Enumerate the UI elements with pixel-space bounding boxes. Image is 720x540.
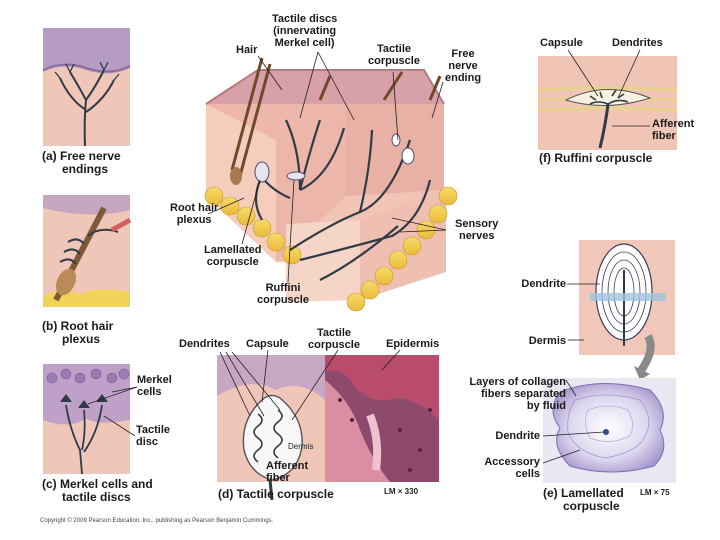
caption-panel-a: (a) Free nerve endings — [42, 150, 121, 176]
label-capsule-f: Capsule — [540, 37, 583, 49]
caption-panel-f: (f) Ruffini corpuscle — [539, 152, 652, 165]
label-epidermis: Epidermis — [386, 338, 439, 350]
label-root-hair-plexus: Root hair plexus — [170, 202, 218, 226]
label-tactile-disc: Tactile disc — [136, 424, 170, 448]
label-tactile-discs: Tactile discs (innervating Merkel cell) — [272, 13, 337, 49]
label-accessory-cells: Accessory cells — [470, 456, 540, 480]
panel-a-illustration — [43, 28, 130, 146]
label-collagen-layers: Layers of collagen fibers separated by f… — [430, 376, 566, 412]
label-afferent-fiber-f: Afferent fiber — [652, 118, 694, 142]
caption-panel-c: (c) Merkel cells and tactile discs — [42, 478, 153, 504]
label-lamellated-corpuscle: Lamellated corpuscle — [204, 244, 261, 268]
label-dendrite-e: Dendrite — [470, 430, 540, 442]
caption-panel-b: (b) Root hair plexus — [42, 320, 113, 346]
label-hair: Hair — [236, 44, 257, 56]
label-tactile-corpuscle-d: Tactile corpuscle — [308, 327, 360, 351]
label-sensory-nerves: Sensory nerves — [455, 218, 498, 242]
label-dermis-d: Dermis — [288, 442, 313, 451]
panel-c-illustration — [43, 364, 130, 474]
label-capsule-d: Capsule — [246, 338, 289, 350]
label-magnification-e: LM × 75 — [640, 488, 670, 497]
label-magnification-d: LM × 330 — [384, 487, 418, 496]
caption-panel-e: (e) Lamellated corpuscle — [543, 487, 624, 513]
panel-d-micrograph — [325, 355, 439, 482]
label-dendrite-e-top: Dendrite — [510, 278, 566, 290]
center-skin-block — [205, 58, 457, 311]
panel-e-illustration — [579, 240, 675, 380]
label-afferent-fiber-d: Afferent fiber — [266, 460, 308, 484]
label-dendrites-f: Dendrites — [612, 37, 663, 49]
caption-panel-d: (d) Tactile corpuscle — [218, 488, 334, 501]
label-merkel-cells: Merkel cells — [137, 374, 172, 398]
label-tactile-corpuscle-center: Tactile corpuscle — [368, 43, 420, 67]
label-ruffini-corpuscle: Ruffini corpuscle — [257, 282, 309, 306]
label-dendrites-d: Dendrites — [179, 338, 230, 350]
label-dermis-e: Dermis — [510, 335, 566, 347]
label-free-nerve-ending: Free nerve ending — [445, 48, 481, 84]
panel-b-illustration — [43, 195, 130, 307]
copyright-notice: Copyright © 2009 Pearson Education, Inc.… — [40, 518, 273, 524]
